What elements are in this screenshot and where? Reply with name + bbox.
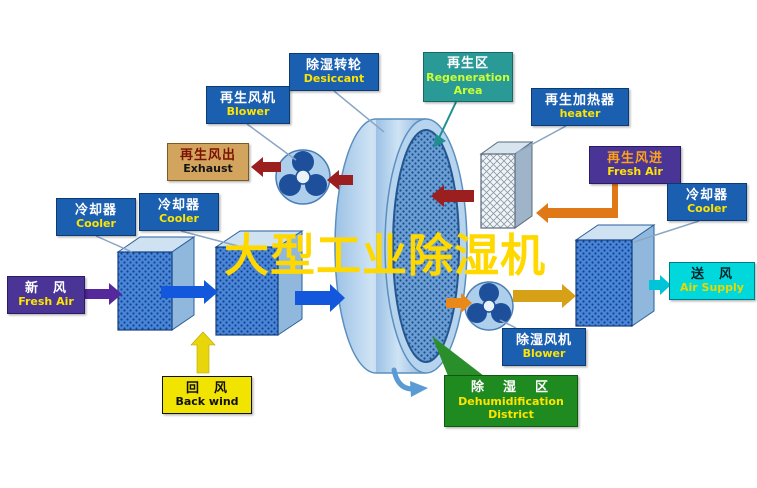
leader-regen-heater	[515, 125, 567, 154]
label-regen-area: 再生区 Regeneration Area	[423, 52, 513, 102]
label-regen-heater-en: heater	[559, 107, 601, 121]
label-dehumid-area-en: Dehumidification District	[458, 394, 564, 421]
label-dehumid-blower: 除湿风机 Blower	[502, 328, 586, 366]
label-back-wind-zh: 回 风	[185, 380, 228, 396]
arrow-rotor-to-dehumid-fan	[446, 293, 472, 313]
label-desiccant-zh: 除湿转轮	[305, 57, 362, 73]
label-regen-blower-en: Blower	[226, 105, 270, 119]
label-regen-heater-zh: 再生加热器	[544, 92, 615, 108]
label-air-supply-zh: 送 风	[690, 266, 733, 282]
label-cooler-mid-zh: 冷却器	[157, 197, 200, 213]
label-cooler-left-en: Cooler	[76, 217, 116, 231]
label-desiccant: 除湿转轮 Desiccant	[289, 53, 379, 91]
regen-fan	[275, 149, 331, 205]
arrow-regen-air-to-heater	[536, 203, 618, 223]
leader-dehumid-blower	[499, 319, 517, 329]
label-dehumid-blower-zh: 除湿风机	[515, 332, 572, 348]
dehumid-fan	[464, 281, 514, 331]
leader-dehumid-area-wedge	[432, 336, 484, 376]
label-cooler-mid: 冷却器 Cooler	[139, 193, 219, 231]
regen-air-duct	[612, 184, 618, 212]
desiccant-rotor-wheel	[334, 118, 468, 374]
leader-desiccant	[333, 90, 385, 133]
arrow-back-wind-up	[190, 331, 216, 374]
arrow-dehumid-fan-to-cooler	[513, 284, 576, 308]
rotation-arrow-icon	[391, 367, 428, 397]
label-dehumid-blower-en: Blower	[522, 347, 566, 361]
arrow-cooler1-to-cooler2	[161, 280, 218, 304]
label-dehumid-area: 除 湿 区 Dehumidification District	[444, 375, 578, 427]
label-cooler-right-zh: 冷却器	[685, 187, 728, 203]
label-cooler-mid-en: Cooler	[159, 212, 199, 226]
label-regen-fresh-air-zh: 再生风进	[606, 150, 663, 166]
label-regen-area-zh: 再生区	[446, 56, 489, 72]
leader-cooler-mid	[180, 230, 239, 247]
leader-regen-area-arrowhead	[433, 134, 446, 148]
airflow-arrows	[84, 157, 671, 374]
label-back-wind-en: Back wind	[175, 395, 239, 409]
arrow-rotor-to-regen-fan	[327, 170, 353, 190]
label-air-supply-en: Air Supply	[680, 281, 744, 295]
label-desiccant-en: Desiccant	[303, 72, 365, 86]
label-fresh-air-en: Fresh Air	[18, 295, 74, 309]
label-air-supply: 送 风 Air Supply	[669, 262, 755, 300]
diagram-title: 大型工业除湿机	[223, 229, 546, 282]
label-back-wind: 回 风 Back wind	[162, 376, 252, 414]
leader-regen-blower	[246, 123, 297, 161]
arrow-heater-to-rotor	[431, 185, 474, 207]
cooler-unit-right	[574, 224, 656, 327]
leader-lines	[95, 90, 700, 376]
label-dehumid-area-zh: 除 湿 区	[470, 380, 551, 396]
label-regen-fresh-air: 再生风进 Fresh Air	[589, 146, 681, 184]
leader-cooler-right	[633, 220, 700, 243]
label-regen-exhaust-zh: 再生风出	[179, 147, 236, 163]
cooler-unit-mid	[214, 230, 304, 336]
label-regen-area-en: Regeneration Area	[426, 70, 510, 97]
heater-unit	[479, 141, 534, 229]
label-regen-exhaust: 再生风出 Exhaust	[167, 143, 249, 181]
label-cooler-right-en: Cooler	[687, 202, 727, 216]
arrow-fresh-air-in	[84, 283, 122, 305]
label-regen-fresh-air-en: Fresh Air	[607, 165, 663, 179]
label-fresh-air: 新 风 Fresh Air	[7, 276, 85, 314]
arrow-regen-fan-to-exhaust	[251, 157, 281, 177]
label-fresh-air-zh: 新 风	[24, 280, 67, 296]
label-cooler-right: 冷却器 Cooler	[667, 183, 747, 221]
label-regen-blower-zh: 再生风机	[219, 90, 276, 106]
leader-regen-area	[438, 101, 457, 139]
arrow-cooler2-to-rotor	[295, 284, 345, 312]
arrow-cooler-to-supply	[649, 275, 671, 295]
label-regen-heater: 再生加热器 heater	[531, 88, 629, 126]
label-cooler-left: 冷却器 Cooler	[56, 198, 136, 236]
label-regen-exhaust-en: Exhaust	[183, 162, 233, 176]
leader-cooler-left	[95, 235, 133, 253]
label-cooler-left-zh: 冷却器	[74, 202, 117, 218]
label-regen-blower: 再生风机 Blower	[206, 86, 290, 124]
